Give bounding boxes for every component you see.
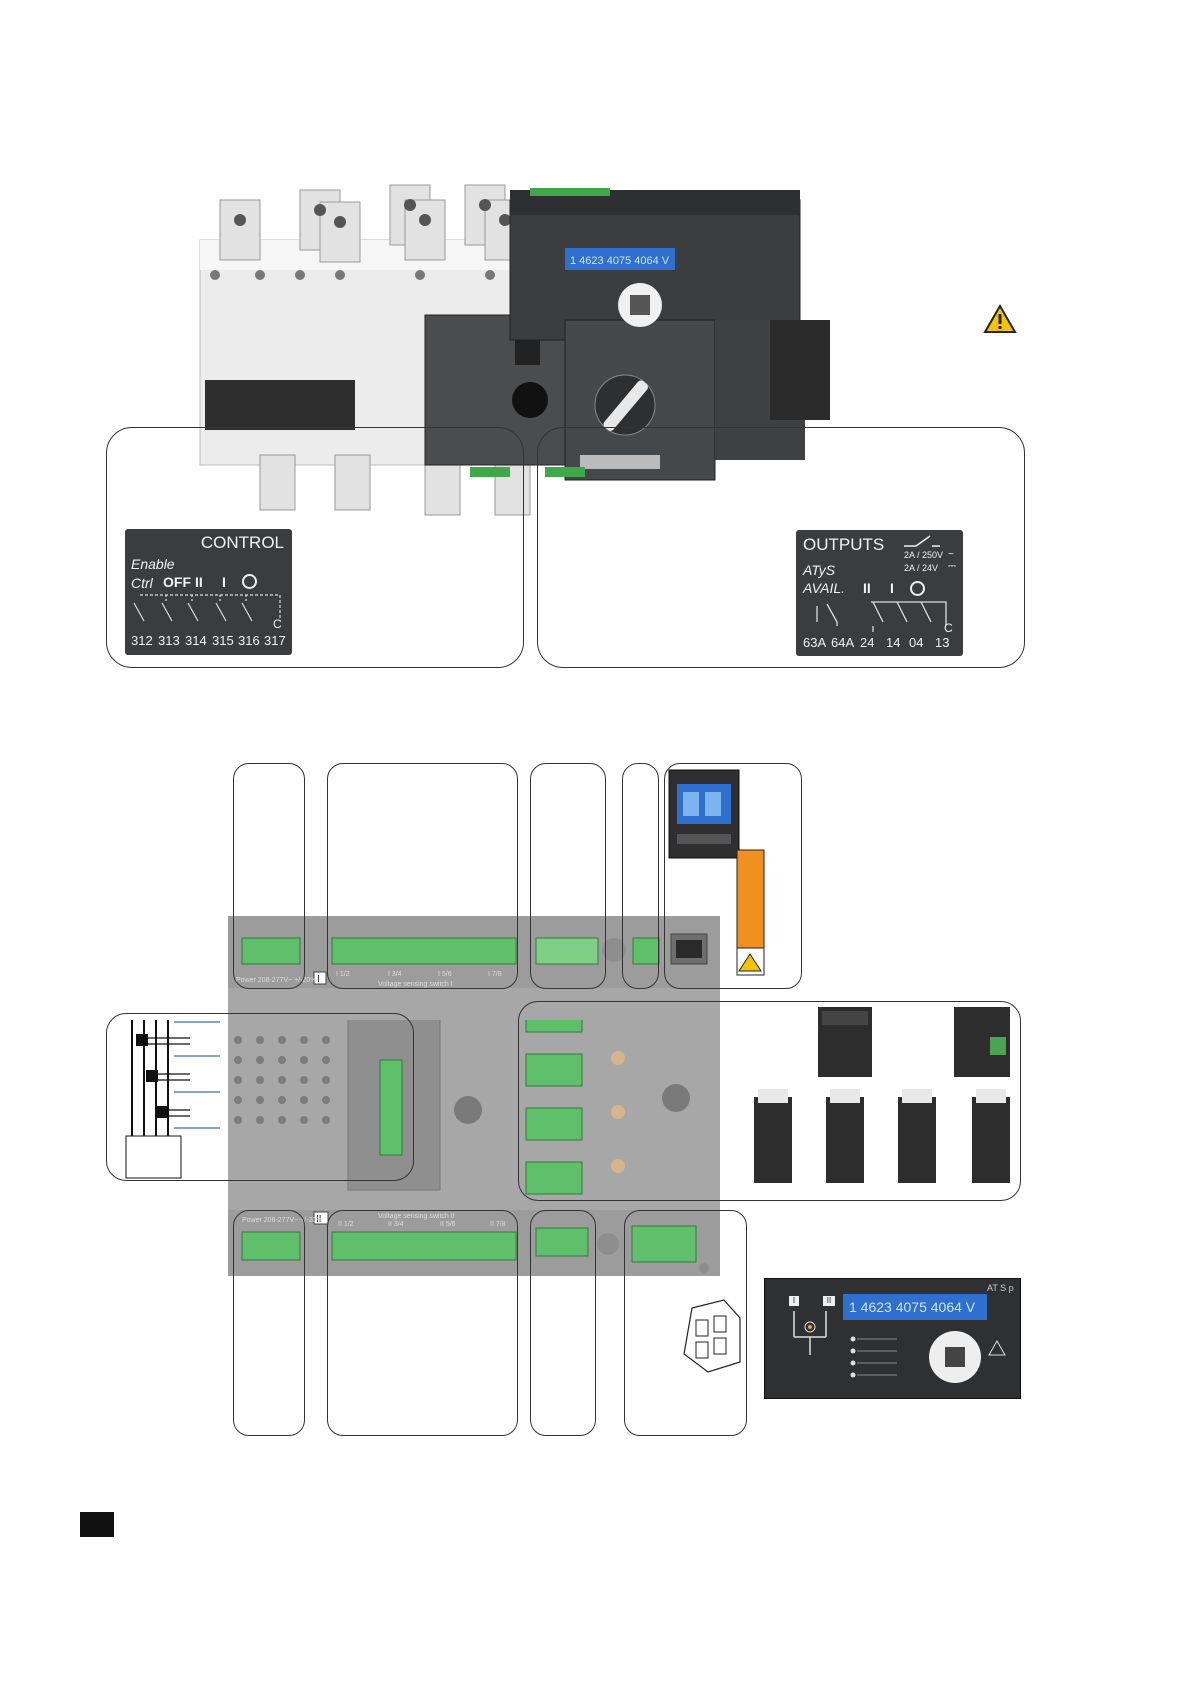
power-supply-callout-top <box>233 763 305 989</box>
outputs-rating-dc: 2A / 24V <box>904 563 939 573</box>
relay-contact-icon <box>904 535 940 547</box>
bottom-terminal-strip: II Power 208-277V~ +/-20% Voltage sensin… <box>241 1211 709 1273</box>
control-ctrl-text: Ctrl <box>131 575 153 591</box>
current-sensing-callout <box>106 1013 414 1181</box>
remote-interface-callout <box>664 763 802 989</box>
outputs-avail-text: AVAIL. <box>803 580 846 596</box>
control-callout <box>106 427 524 668</box>
outputs-atys-text: ATyS <box>803 562 836 578</box>
bottom-power-label: Power 208-277V~ +/-20% <box>242 1217 323 1224</box>
top-pin-2: I 3/4 <box>388 971 402 978</box>
controller-readout: 1 4623 4075 4064 V <box>570 255 670 267</box>
control-contacts-diagram <box>133 594 281 622</box>
control-terminal-314: 314 <box>185 633 207 648</box>
outputs-title: OUTPUTS <box>803 535 885 554</box>
control-enable-text: Enable <box>131 556 175 572</box>
outputs-terminal-24: 24 <box>860 635 875 650</box>
outputs-terminal-label: OUTPUTS 2A / 250V ~ 2A / 24V ⎓ ATyS AVAI… <box>796 530 963 656</box>
control-terminal-316: 316 <box>238 633 260 648</box>
outputs-terminal-14: 14 <box>886 635 901 650</box>
outputs-callout <box>537 427 1025 668</box>
control-terminal-315: 315 <box>212 633 234 648</box>
bottom-voltage-label: Voltage sensing switch II <box>378 1213 455 1220</box>
outputs-contacts-diagram <box>816 601 947 632</box>
bottom-pin-3: II 5/6 <box>440 1221 456 1228</box>
control-off-text: OFF <box>163 574 191 590</box>
atys-product-image: 1 4623 4075 4064 V <box>199 184 830 516</box>
outputs-terminal-04: 04 <box>909 635 924 650</box>
controller-front-display: AT S p I II 1 4623 4075 4064 V <box>764 1278 1021 1399</box>
bottom-source-badge: II <box>316 1214 322 1225</box>
front-source-2: II <box>823 1296 835 1306</box>
option-modules-photo <box>754 1007 1010 1183</box>
outputs-ii-text: II <box>863 580 871 596</box>
front-model-label: AT S p <box>987 1283 1014 1293</box>
top-terminal-strip: I Power 208-277V~ +/-20% Voltage sensing… <box>236 933 708 988</box>
control-common-text: C <box>273 617 282 631</box>
control-title: CONTROL <box>200 533 284 552</box>
control-i-text: I <box>222 574 226 590</box>
control-zero-symbol-icon <box>242 574 257 589</box>
aux-callout-top <box>622 763 659 989</box>
ac-symbol-icon: ~ <box>948 549 954 560</box>
top-pin-3: I 5/6 <box>438 971 452 978</box>
modules-callout <box>518 1001 1021 1201</box>
outputs-zero-symbol-icon <box>910 581 925 596</box>
remote-display-module <box>668 769 765 976</box>
current-transformer-diagram <box>125 1020 220 1179</box>
connector-callout-bottom <box>624 1210 747 1436</box>
top-voltage-label: Voltage sensing switch I <box>378 981 453 988</box>
top-power-label: Power 208-277V~ +/-20% <box>236 977 317 984</box>
bottom-pin-4: II 7/8 <box>490 1221 506 1228</box>
outputs-terminal-64a: 64A <box>831 635 855 650</box>
warning-triangle-icon <box>983 304 1017 333</box>
outputs-terminal-13: 13 <box>935 635 950 650</box>
control-terminal-317: 317 <box>264 633 286 648</box>
power-supply-callout-bottom <box>233 1210 305 1436</box>
page-marker-block <box>80 1512 114 1537</box>
bottom-pin-1: II 1/2 <box>338 1221 354 1228</box>
top-pin-4: I 7/8 <box>488 971 502 978</box>
control-terminal-312: 312 <box>131 633 153 648</box>
control-terminal-313: 313 <box>158 633 180 648</box>
front-display-readout: 1 4623 4075 4064 V <box>843 1294 987 1320</box>
plug-connector-icon <box>683 1299 741 1373</box>
front-keypad-and-leds <box>850 1331 1006 1383</box>
outputs-rating-ac: 2A / 250V <box>904 550 944 560</box>
front-source-1: I <box>789 1296 799 1306</box>
control-terminal-label: CONTROL Enable Ctrl OFF II I C 312 313 3… <box>125 529 292 655</box>
voltage-sensing-callout-bottom <box>327 1210 518 1436</box>
outputs-terminal-63a: 63A <box>803 635 827 650</box>
control-ii-text: II <box>195 574 203 590</box>
outputs-common-text: C <box>944 621 953 635</box>
front-mimic-diagram <box>793 1311 827 1355</box>
io-callout-top <box>530 763 606 989</box>
voltage-sensing-callout-top <box>327 763 518 989</box>
outputs-i-text: I <box>890 580 894 596</box>
io-callout-bottom <box>530 1210 596 1436</box>
top-source-badge: I <box>317 974 320 985</box>
bottom-pin-2: II 3/4 <box>388 1221 404 1228</box>
dc-symbol-icon: ⎓ <box>948 561 956 572</box>
